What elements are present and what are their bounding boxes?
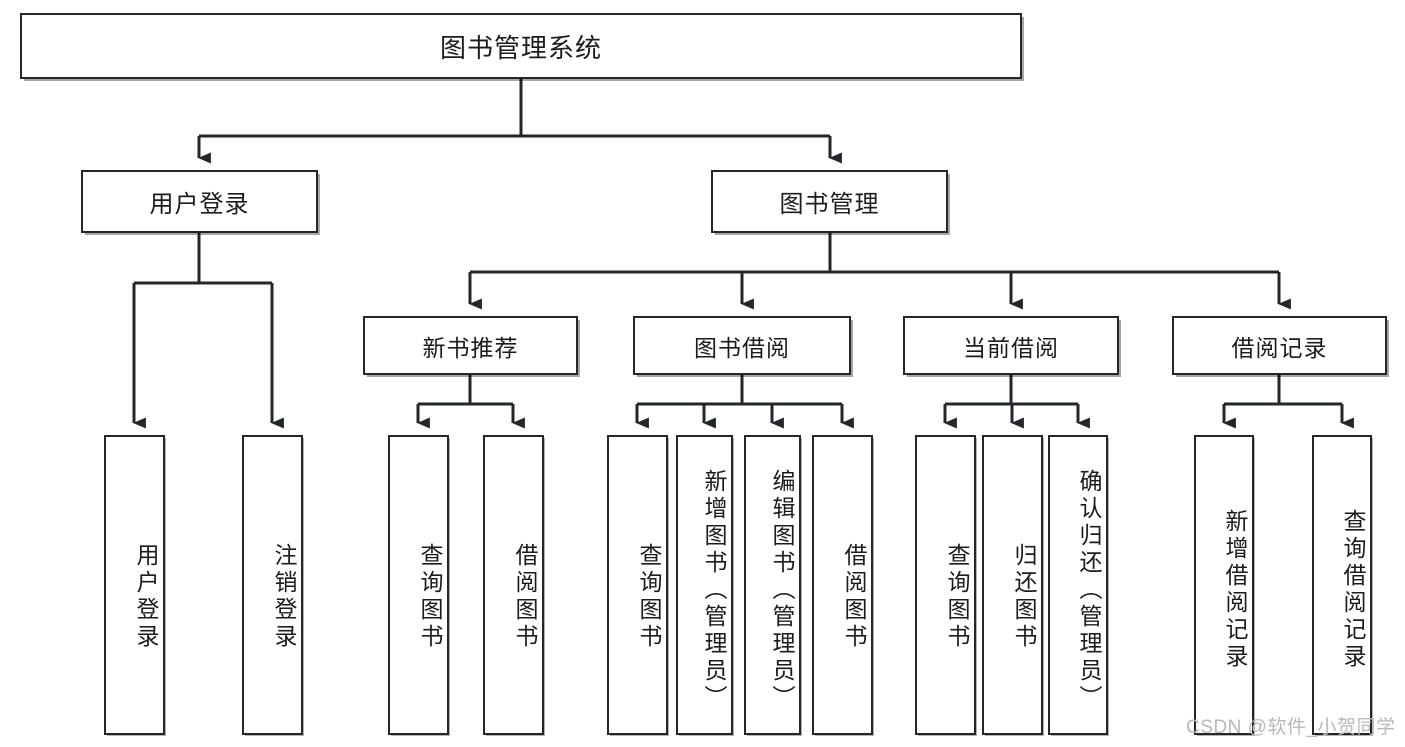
node-label: 图书借阅: [694, 334, 790, 361]
node-current-borrowing[interactable]: 当前借阅: [903, 316, 1119, 375]
leaf-borrow-record-query-record[interactable]: 查询借阅记录: [1312, 435, 1372, 735]
node-label: 编辑图书（管理员）: [769, 468, 795, 712]
node-book-management[interactable]: 图书管理: [711, 170, 948, 233]
node-user-login[interactable]: 用户登录: [81, 170, 318, 233]
node-new-book-recommendation[interactable]: 新书推荐: [363, 316, 578, 375]
node-label: 新增图书（管理员）: [701, 468, 727, 712]
node-label: 查询图书: [417, 543, 443, 651]
leaf-current-borrow-query-book[interactable]: 查询图书: [915, 435, 976, 735]
node-label: 借阅记录: [1231, 334, 1328, 361]
node-label: 当前借阅: [963, 334, 1059, 361]
node-label: 查询借阅记录: [1340, 509, 1366, 671]
node-label: 图书管理: [779, 191, 880, 218]
node-label: 用户登录: [149, 191, 250, 218]
node-label: 注销登录: [271, 543, 297, 651]
node-label: 图书管理系统: [439, 32, 602, 63]
node-label: 查询图书: [944, 543, 970, 651]
leaf-borrow-book-edit-book-admin[interactable]: 编辑图书（管理员）: [744, 435, 801, 735]
leaf-current-borrow-confirm-return-admin[interactable]: 确认归还（管理员）: [1048, 435, 1108, 735]
node-label: 新书推荐: [422, 334, 519, 361]
node-label: 借阅图书: [512, 543, 538, 651]
node-label: 用户登录: [133, 543, 159, 651]
leaf-new-book-query-book[interactable]: 查询图书: [388, 435, 449, 735]
leaf-borrow-record-add-record[interactable]: 新增借阅记录: [1194, 435, 1254, 735]
node-label: 借阅图书: [841, 543, 867, 651]
node-label: 归还图书: [1011, 543, 1037, 651]
leaf-borrow-book-query-book[interactable]: 查询图书: [607, 435, 668, 735]
leaf-borrow-book-borrow-book[interactable]: 借阅图书: [812, 435, 873, 735]
node-root-book-management-system[interactable]: 图书管理系统: [20, 13, 1022, 79]
node-borrowing-record[interactable]: 借阅记录: [1172, 316, 1387, 375]
node-label: 确认归还（管理员）: [1076, 468, 1102, 712]
leaf-borrow-book-add-book-admin[interactable]: 新增图书（管理员）: [676, 435, 733, 735]
leaf-user-login-logout[interactable]: 注销登录: [242, 435, 303, 735]
leaf-user-login-login[interactable]: 用户登录: [104, 435, 165, 735]
node-label: 新增借阅记录: [1222, 509, 1248, 671]
leaf-current-borrow-return-book[interactable]: 归还图书: [982, 435, 1043, 735]
node-book-borrowing[interactable]: 图书借阅: [633, 316, 851, 375]
node-label: 查询图书: [636, 543, 662, 651]
leaf-new-book-borrow-book[interactable]: 借阅图书: [483, 435, 544, 735]
